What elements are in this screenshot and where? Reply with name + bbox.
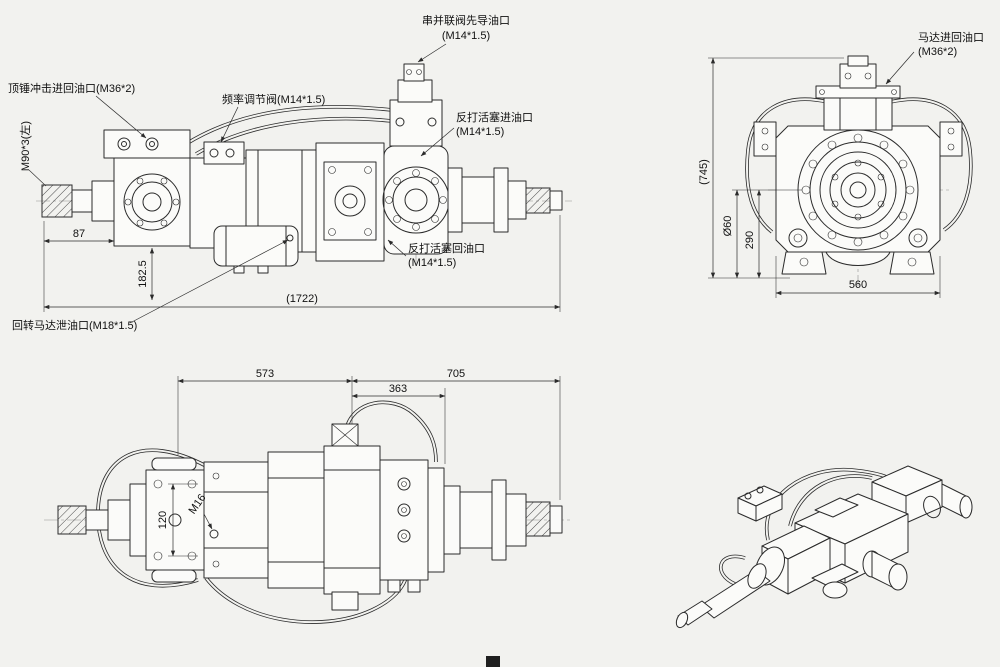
- label-rotary-drain: 回转马达泄油口(M18*1.5): [12, 318, 137, 332]
- shank-left: [41, 184, 73, 218]
- front-head: [113, 147, 191, 247]
- front-head-top: [145, 469, 205, 571]
- side-dimensions: 87 (1722) 182.5 M90*3(左): [19, 121, 561, 312]
- view-end: [745, 55, 973, 286]
- dim-87: 87: [73, 228, 85, 240]
- dim-290: 290: [744, 231, 756, 249]
- label-pilot-port-line1: 串并联阀先导油口: [422, 13, 510, 27]
- shank-right: [525, 187, 551, 214]
- label-reverse-piston-out-line1: 反打活塞回油口: [408, 241, 485, 255]
- end-dimensions: (745) Ø60 290 560: [698, 57, 941, 298]
- dim-363: 363: [389, 383, 407, 395]
- edge-mark: [486, 656, 500, 667]
- dim-560: 560: [849, 279, 867, 291]
- body-top: [203, 461, 269, 579]
- coupling: [461, 176, 495, 224]
- side-labels: 顶锤冲击进回油口(M36*2) 频率调节阀(M14*1.5) 串并联阀先导油口 …: [8, 13, 533, 332]
- dim-1722: (1722): [286, 293, 318, 305]
- flange-plate: [383, 145, 449, 255]
- view-top: [44, 400, 572, 624]
- dim-705: 705: [447, 368, 465, 380]
- end-body: [775, 125, 941, 253]
- accumulator: [213, 225, 299, 267]
- cylinder-top: [323, 445, 381, 595]
- motor-bracket: [823, 95, 893, 131]
- label-reverse-piston-out-line2: (M14*1.5): [408, 257, 456, 269]
- pilot-valve: [397, 79, 433, 103]
- dim-182-5: 182.5: [137, 260, 149, 288]
- dim-573: 573: [256, 368, 274, 380]
- label-pilot-port-line2: (M14*1.5): [442, 30, 490, 42]
- label-hammer-port: 顶锤冲击进回油口(M36*2): [8, 81, 135, 95]
- dim-thread-m90: M90*3(左): [19, 121, 32, 171]
- label-reverse-piston-in-line1: 反打活塞进油口: [456, 110, 533, 124]
- label-motor-port-line2: (M36*2): [918, 46, 957, 58]
- dim-d60: Ø60: [722, 216, 734, 237]
- shank-top-view: [57, 505, 87, 535]
- manifold: [389, 99, 443, 147]
- end-labels: 马达进回油口 (M36*2): [885, 30, 984, 85]
- dim-745: (745): [698, 159, 710, 185]
- view-isometric: [675, 465, 973, 629]
- dim-120: 120: [157, 511, 169, 529]
- view-side: [36, 63, 572, 274]
- impact-valve-block: [103, 129, 191, 159]
- label-motor-port-line1: 马达进回油口: [918, 30, 984, 44]
- label-reverse-piston-in-line2: (M14*1.5): [456, 126, 504, 138]
- label-frequency-valve: 频率调节阀(M14*1.5): [222, 92, 325, 106]
